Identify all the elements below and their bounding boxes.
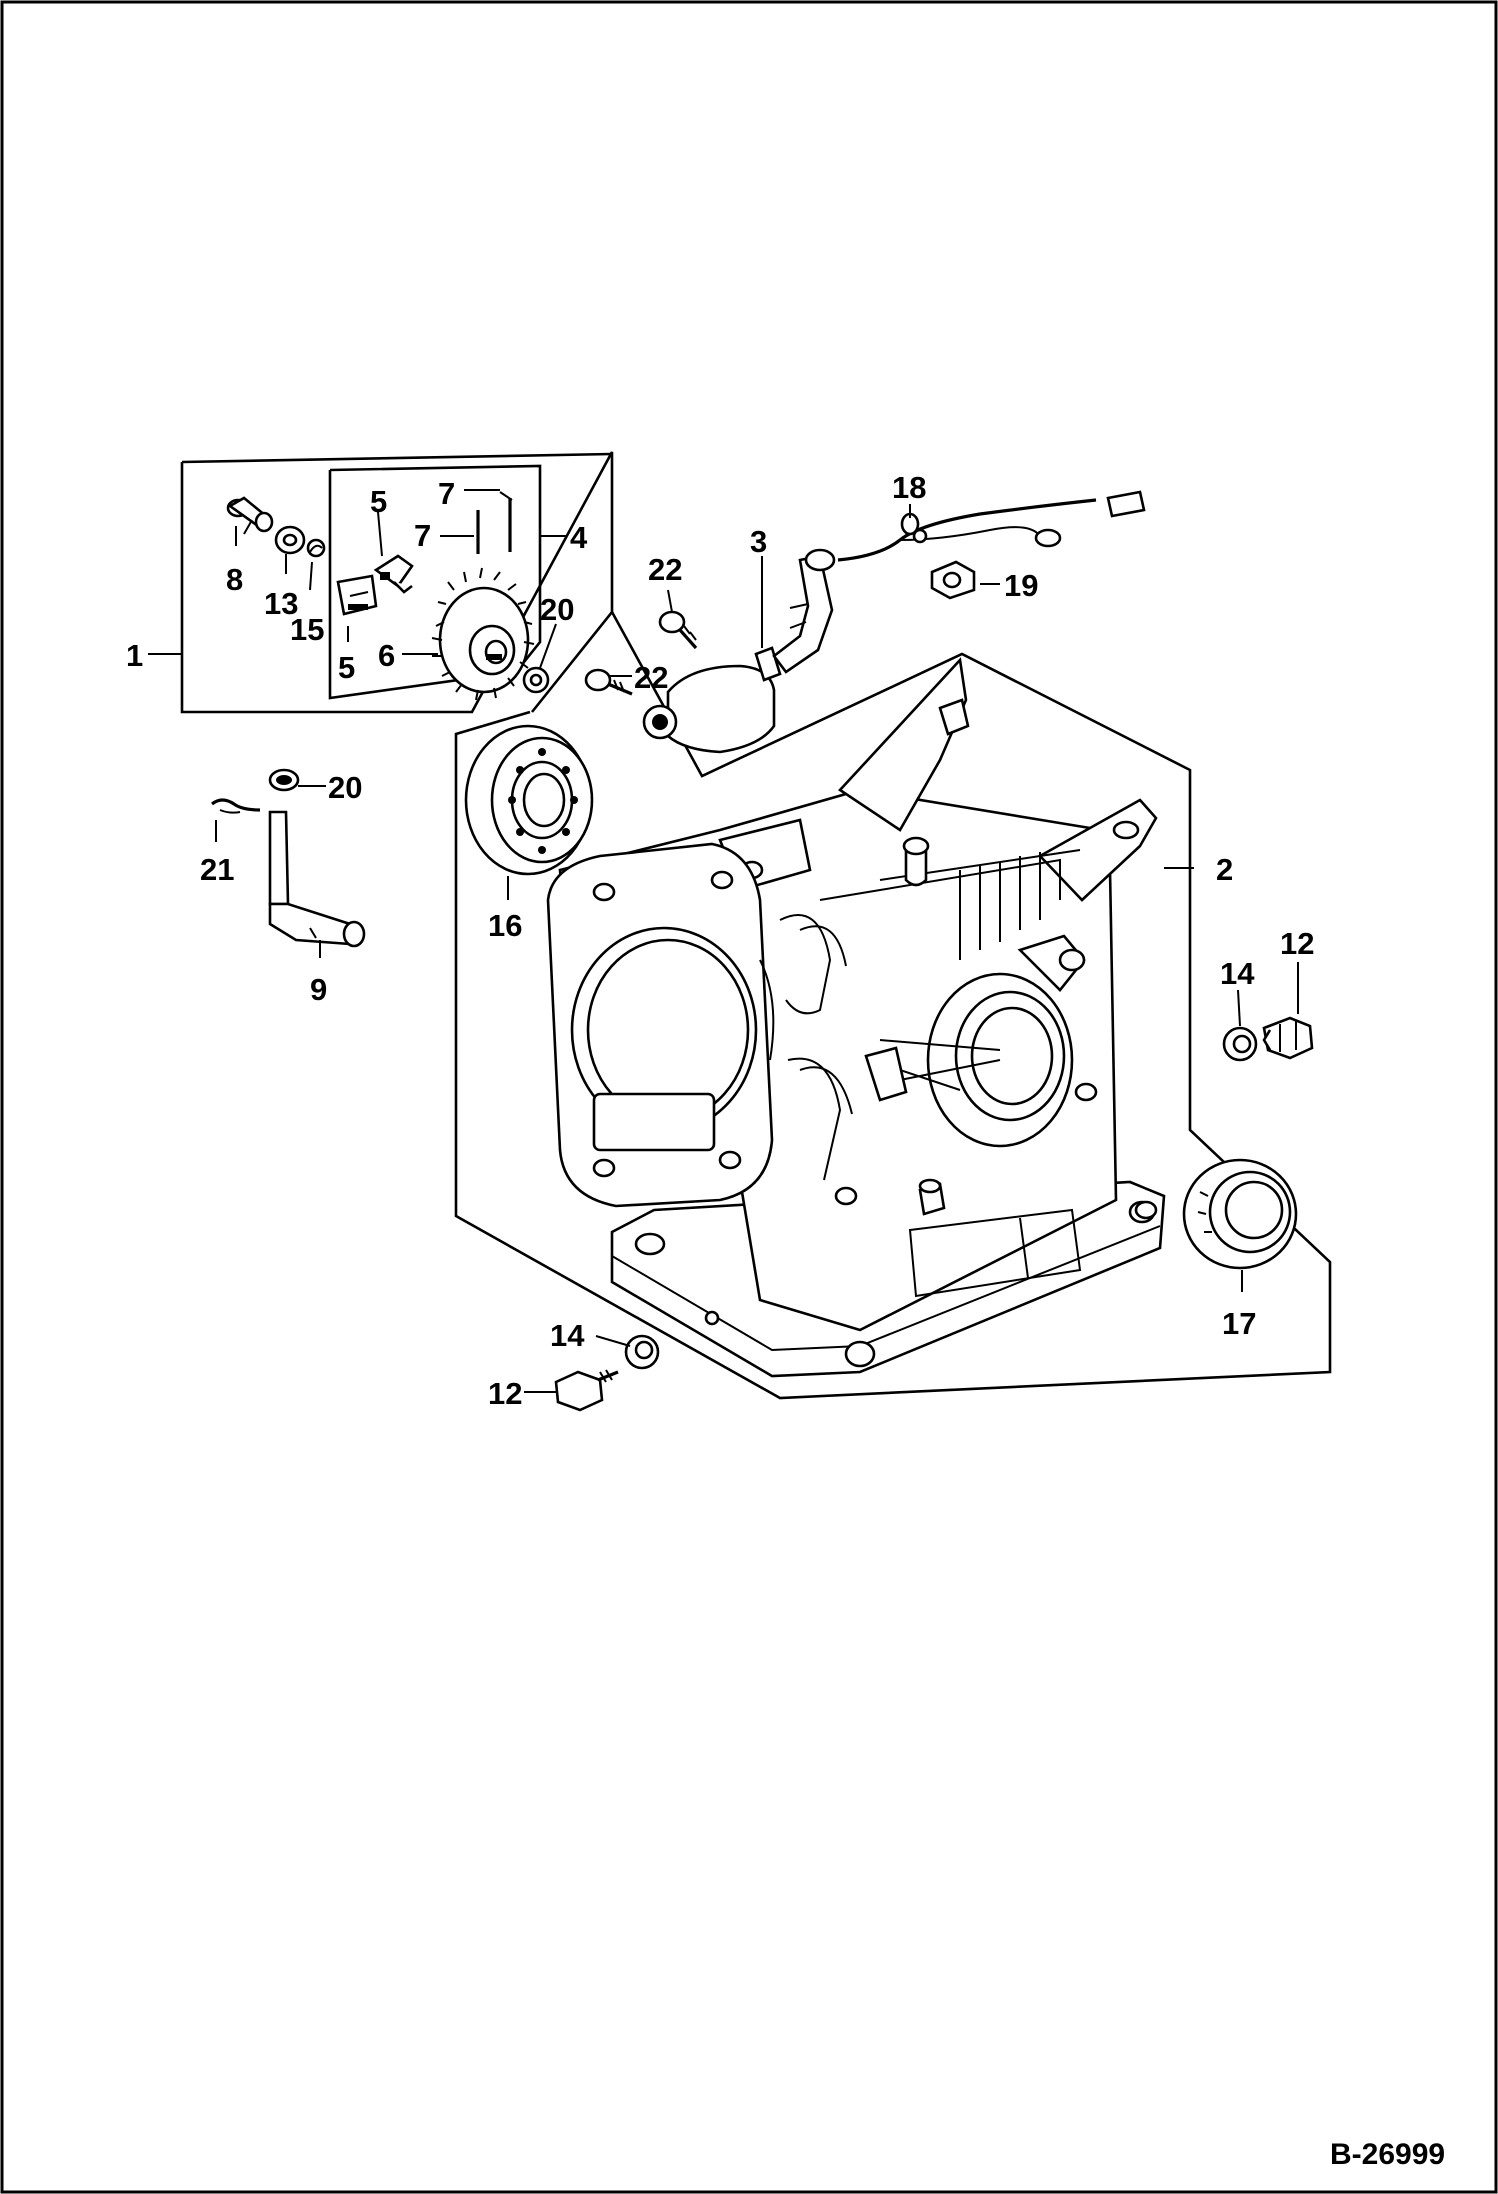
- callout-7-upper: 7: [438, 476, 455, 511]
- part-3-oil-level-switch: [642, 548, 836, 754]
- part-8-governor-shaft: [226, 496, 274, 535]
- callout-15: 15: [290, 612, 324, 647]
- document-number: B-26999: [1330, 2138, 1445, 2171]
- part-5-governor-weight-lower: [336, 574, 378, 616]
- part-12-bolt-right: [1262, 1016, 1314, 1060]
- part-14-washer-right: [1222, 1026, 1258, 1062]
- callout-3: 3: [750, 524, 767, 559]
- callout-16: 16: [488, 908, 522, 943]
- part-22-bolt-upper: [658, 610, 698, 650]
- part-19-nut: [930, 560, 976, 600]
- part-13-washer: [274, 525, 306, 555]
- callout-12-right: 12: [1280, 926, 1314, 961]
- callout-22-upper: 22: [648, 552, 682, 587]
- callout-22-lower: 22: [634, 660, 668, 695]
- group-1-bracket: [180, 451, 614, 714]
- callout-1: 1: [126, 638, 143, 673]
- part-14-washer-lower: [624, 1334, 660, 1370]
- callout-18: 18: [892, 470, 926, 505]
- callout-8: 8: [226, 562, 243, 597]
- callout-20-lower: 20: [328, 770, 362, 805]
- group-4-bracket: [328, 464, 542, 700]
- callout-21: 21: [200, 852, 234, 887]
- leader-lines: [148, 489, 1299, 1393]
- callout-5-lower: 5: [338, 650, 355, 685]
- callout-9: 9: [310, 972, 327, 1007]
- callout-13: 13: [264, 586, 298, 621]
- callout-20-upper: 20: [540, 592, 574, 627]
- part-16-ball-bearing: [464, 724, 594, 876]
- part-18-wire-harness: [837, 490, 1146, 562]
- callout-2: 2: [1216, 852, 1233, 887]
- callout-12-lower: 12: [488, 1376, 522, 1411]
- callout-14-right: 14: [1220, 956, 1255, 991]
- part-5-governor-slider-upper: [373, 554, 414, 594]
- callout-19: 19: [1004, 568, 1038, 603]
- callout-labels: 1 2 3 4 5 5 6 7 7 8 9 12 12 13 14 14 15 …: [126, 470, 1314, 1411]
- callout-17: 17: [1222, 1306, 1256, 1341]
- callout-14-lower: 14: [550, 1318, 585, 1353]
- part-15-clip: [306, 538, 326, 558]
- part-6-governor-gear: [431, 567, 535, 701]
- part-22-bolt-lower: [584, 668, 633, 696]
- part-7-pins: [476, 491, 513, 554]
- callout-5-upper: 5: [370, 484, 387, 519]
- group-2-bracket: [454, 611, 1332, 1400]
- part-12-bolt-lower: [554, 1369, 619, 1412]
- callout-6: 6: [378, 638, 395, 673]
- part-2-crankcase: [546, 657, 1166, 1378]
- part-21-clip: [211, 798, 261, 814]
- part-9-governor-arm: [268, 810, 366, 948]
- part-17-oil-seal: [1182, 1158, 1298, 1270]
- callout-7-lower: 7: [414, 518, 431, 553]
- callout-4: 4: [570, 520, 588, 555]
- part-20-washer-upper: [522, 666, 550, 694]
- part-20-washer-lower: [268, 768, 300, 792]
